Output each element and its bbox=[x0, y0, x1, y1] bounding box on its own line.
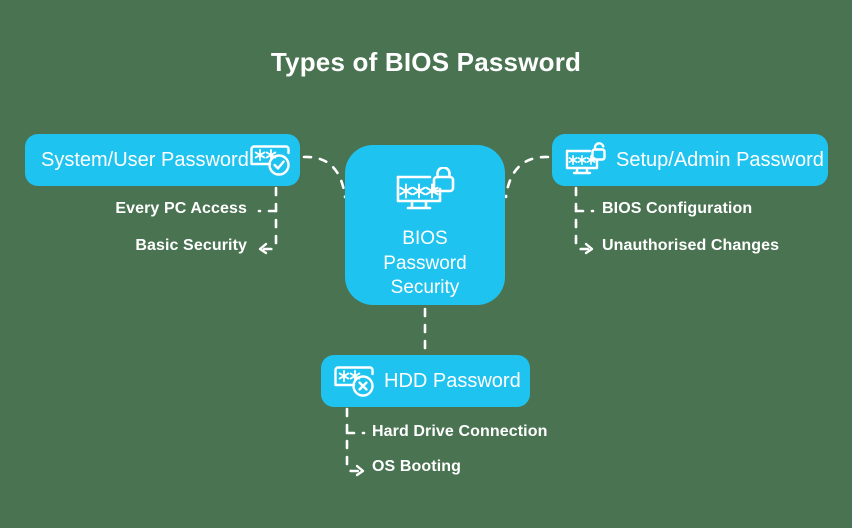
page-title: Types of BIOS Password bbox=[270, 47, 582, 77]
monitor-password-unlock-icon bbox=[565, 142, 606, 175]
node-setup-admin-password-label: Setup/Admin Password bbox=[616, 148, 824, 171]
node-system-user-password[interactable]: System/User Password bbox=[25, 134, 300, 186]
sub-item-every-pc-access: Every PC Access bbox=[115, 200, 247, 217]
sub-item-unauthorised-changes: Unauthorised Changes bbox=[602, 237, 780, 254]
bracket-left bbox=[258, 186, 278, 251]
link-right-to-center bbox=[504, 155, 550, 199]
sub-item-hard-drive-connection: Hard Drive Connection bbox=[372, 423, 548, 440]
node-hdd-password-label: HDD Password bbox=[384, 369, 521, 392]
center-label-line-2: Password bbox=[383, 252, 467, 274]
password-field-cross-icon bbox=[334, 366, 374, 397]
sub-item-bios-configuration: BIOS Configuration bbox=[602, 200, 753, 217]
arrowhead-right bbox=[584, 242, 594, 255]
sub-item-os-booting: OS Booting bbox=[372, 458, 461, 475]
center-label-line-3: Security bbox=[390, 277, 460, 299]
sub-item-basic-security: Basic Security bbox=[135, 237, 247, 254]
center-label-line-1: BIOS bbox=[402, 228, 448, 249]
link-left-to-center bbox=[302, 155, 347, 199]
bracket-right bbox=[574, 186, 594, 251]
center-node-label: BIOS Password Security bbox=[383, 227, 466, 301]
bracket-hdd bbox=[345, 407, 365, 473]
arrowhead-left bbox=[258, 242, 268, 255]
arrowhead-hdd bbox=[355, 464, 365, 477]
node-system-user-password-label: System/User Password bbox=[41, 148, 249, 171]
node-hdd-password[interactable]: HDD Password bbox=[321, 355, 530, 407]
node-setup-admin-password[interactable]: Setup/Admin Password bbox=[552, 134, 828, 186]
password-field-check-icon bbox=[250, 145, 290, 176]
monitor-password-lock-icon bbox=[396, 167, 455, 210]
node-bios-password-security[interactable]: BIOS Password Security bbox=[345, 145, 505, 305]
